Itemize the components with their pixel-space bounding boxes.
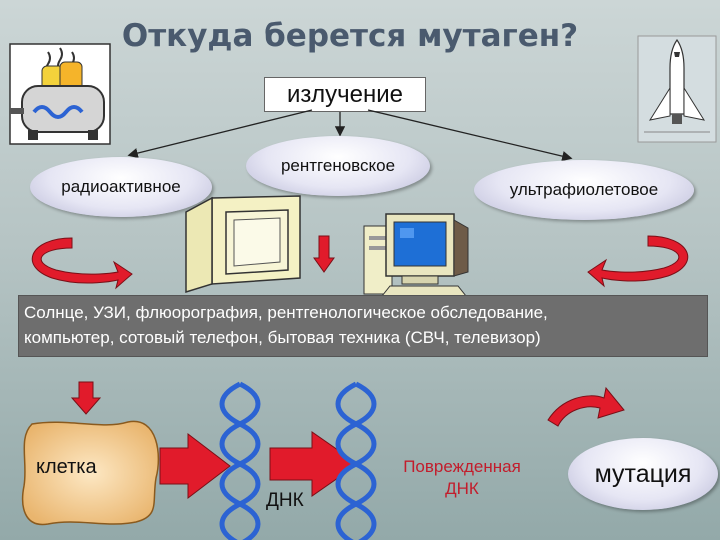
down-arrow-cell [70, 381, 102, 415]
crt-monitor-icon [185, 195, 301, 294]
dna-helix-2-icon [335, 381, 377, 540]
ultraviolet-ellipse: ультрафиолетовое [474, 160, 694, 220]
sources-line-1: Солнце, УЗИ, флюорография, рентгенологич… [24, 303, 548, 322]
arrow-to-radioactive [127, 109, 313, 159]
damaged-dna-label: Поврежденная ДНК [388, 456, 536, 500]
mutation-ellipse: мутация [568, 438, 718, 510]
sources-box: Солнце, УЗИ, флюорография, рентгенологич… [18, 295, 708, 357]
arrow-to-ultraviolet [367, 109, 573, 162]
dna-label: ДНК [266, 490, 304, 511]
radioactive-ellipse: радиоактивное [30, 157, 212, 217]
block-arrow-1 [159, 432, 231, 500]
xray-ellipse: рентгеновское [246, 136, 430, 196]
block-arrow-2 [269, 431, 359, 497]
curved-arrow-left [31, 237, 133, 290]
cell-label: клетка [36, 456, 97, 478]
desktop-computer-icon [363, 213, 469, 297]
cell-shape [21, 420, 160, 526]
page-title: Откуда берется мутаген? [121, 18, 579, 54]
curved-arrow-mutation [547, 386, 625, 427]
space-shuttle-icon [637, 35, 717, 143]
radiation-label: излучение [264, 77, 426, 112]
damaged-dna-line-1: Поврежденная [403, 457, 521, 476]
dna-helix-1-icon [219, 381, 261, 540]
curved-arrow-right [587, 235, 689, 288]
sources-line-2: компьютер, сотовый телефон, бытовая техн… [24, 328, 541, 347]
down-arrow-middle [313, 235, 335, 273]
damaged-dna-line-2: ДНК [445, 479, 479, 498]
toaster-icon [9, 43, 111, 145]
